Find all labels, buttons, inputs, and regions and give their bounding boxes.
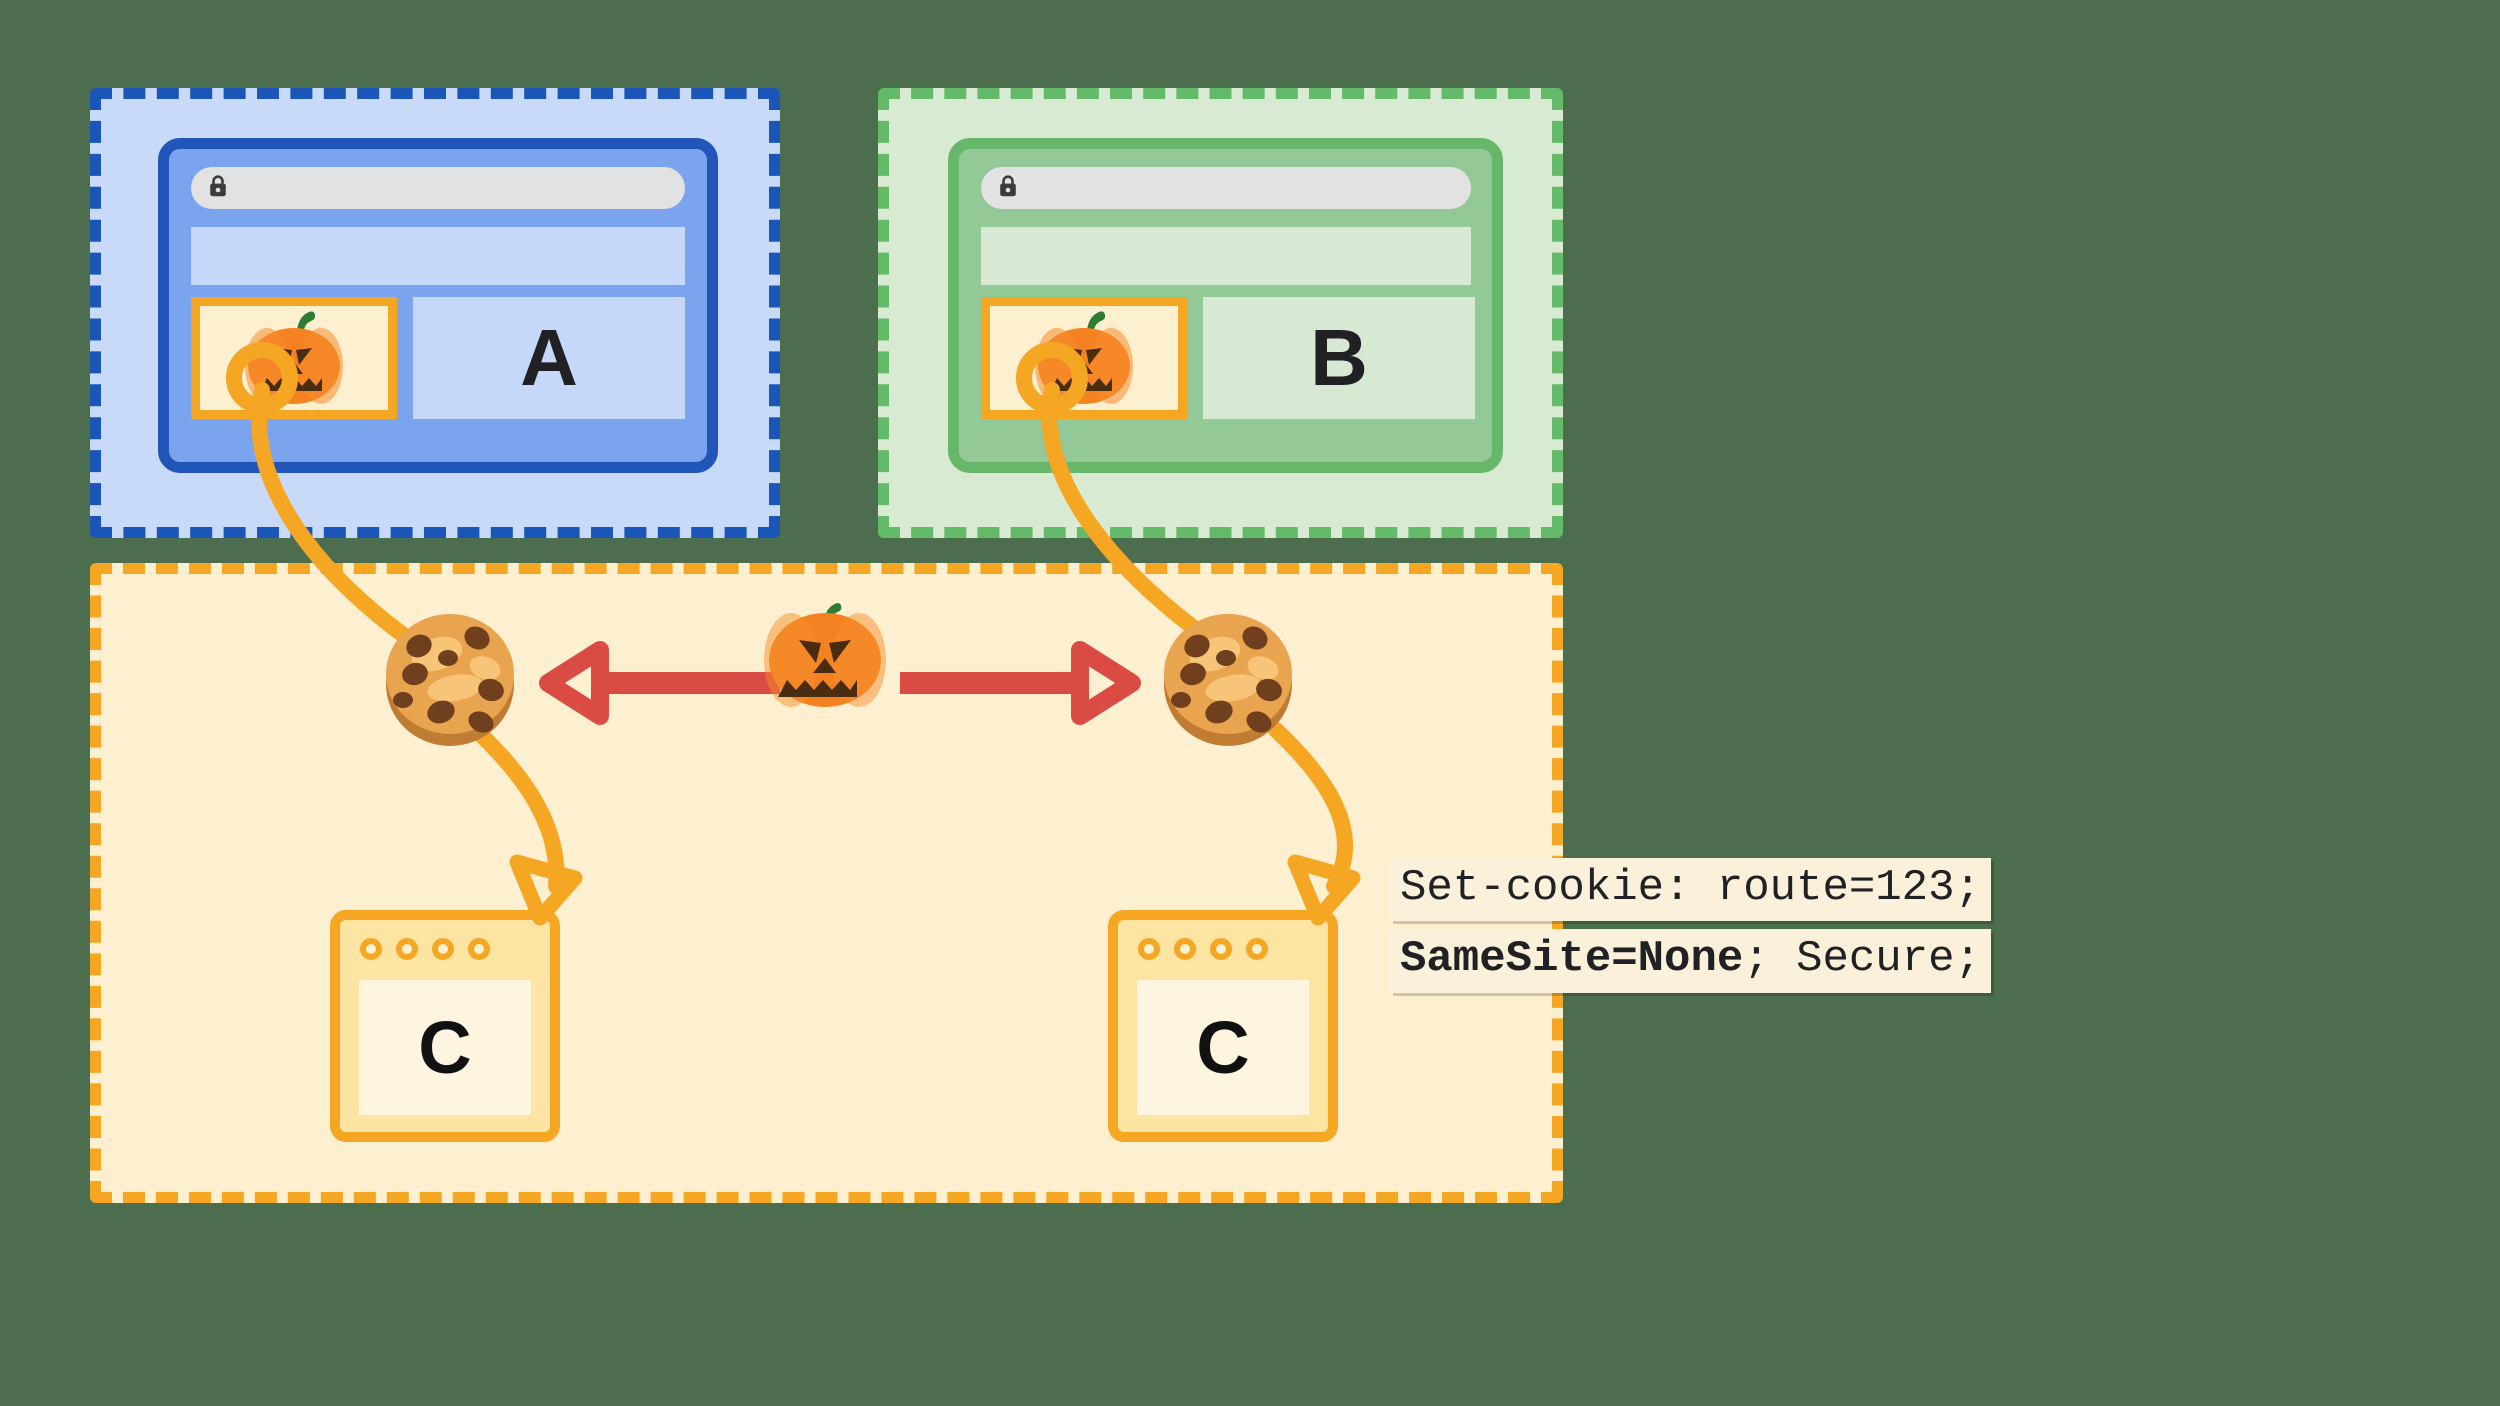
browser-window-b: B (948, 138, 1503, 473)
set-cookie-line-2: SameSite=None; Secure; (1390, 929, 1991, 993)
window-dot (396, 938, 418, 960)
lock-icon (207, 174, 229, 203)
content-row-a: A (191, 297, 685, 419)
lock-icon (997, 174, 1019, 203)
server-window-c-right: C (1108, 910, 1338, 1142)
window-dot (468, 938, 490, 960)
server-window-c-left: C (330, 910, 560, 1142)
url-bar-a[interactable] (191, 167, 685, 209)
server-body-right: C (1137, 980, 1309, 1115)
context-box-site-c (90, 563, 1563, 1203)
content-strip-b (981, 227, 1471, 285)
window-dot (1138, 938, 1160, 960)
site-label-panel-a: A (413, 297, 685, 419)
window-dots (1138, 938, 1268, 960)
set-cookie-line-1: Set-cookie: route=123; (1390, 858, 1991, 922)
server-body-left: C (359, 980, 531, 1115)
content-strip-a (191, 227, 685, 285)
secure-token: ; Secure; (1743, 934, 1981, 985)
window-dot (360, 938, 382, 960)
site-label-panel-b: B (1203, 297, 1475, 419)
url-bar-b[interactable] (981, 167, 1471, 209)
site-letter-b: B (1310, 313, 1368, 402)
set-cookie-label: Set-cookie: route=123; SameSite=None; Se… (1390, 858, 1991, 993)
window-dot (1174, 938, 1196, 960)
window-dot (1246, 938, 1268, 960)
pumpkin-icon (245, 311, 343, 404)
server-letter-right: C (1196, 1005, 1250, 1089)
browser-window-a: A (158, 138, 718, 473)
window-dots (360, 938, 490, 960)
server-letter-left: C (418, 1005, 472, 1089)
pumpkin-thumbnail-a (191, 297, 397, 419)
content-row-b: B (981, 297, 1475, 419)
window-dot (432, 938, 454, 960)
pumpkin-thumbnail-b (981, 297, 1187, 419)
samesite-none-token: SameSite=None (1400, 934, 1744, 985)
site-letter-a: A (520, 313, 578, 402)
window-dot (1210, 938, 1232, 960)
pumpkin-icon (1035, 311, 1133, 404)
